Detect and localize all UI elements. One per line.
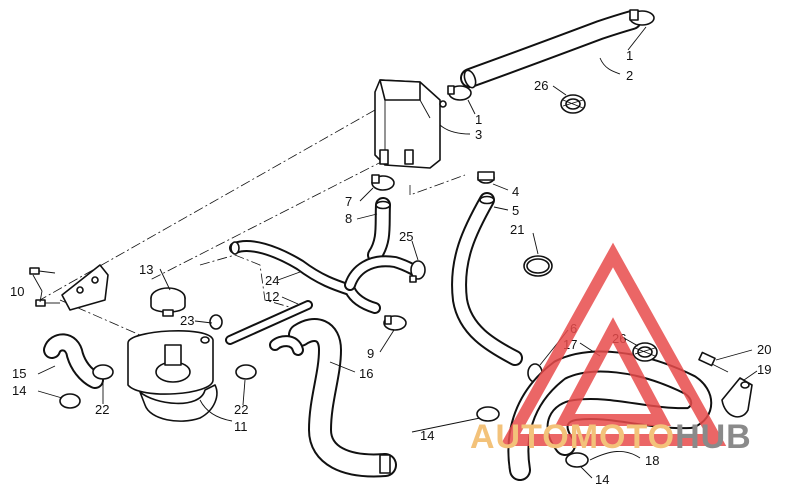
hose-clamp-tank xyxy=(447,85,472,101)
watermark-logo: AUTOMOTOHUB xyxy=(470,242,752,456)
clamp-14-left xyxy=(59,393,81,409)
coolant-bottle xyxy=(127,330,218,422)
clamp-21 xyxy=(523,255,553,277)
mounting-bracket xyxy=(61,264,109,311)
spring-clamp-lower xyxy=(632,342,658,362)
callout-label: 2 xyxy=(626,68,633,83)
leader-lines xyxy=(32,26,758,479)
watermark-triangle-inner xyxy=(555,317,671,426)
callout-label: 12 xyxy=(265,289,279,304)
clamp-9 xyxy=(383,315,407,331)
watermark-triangle-outer xyxy=(499,242,727,446)
callout-label: 23 xyxy=(180,313,194,328)
hose-12 xyxy=(225,300,313,356)
callout-label: 21 xyxy=(510,222,524,237)
callout-label: 5 xyxy=(512,203,519,218)
callout-label: 1 xyxy=(475,112,482,127)
callout-label: 16 xyxy=(359,366,373,381)
bracket-19 xyxy=(721,377,753,418)
spring-clamp-upper xyxy=(560,94,586,114)
bolt-20 xyxy=(698,351,729,373)
callout-label: 7 xyxy=(345,194,352,209)
callout-label: 24 xyxy=(265,273,279,288)
callout-label: 8 xyxy=(345,211,352,226)
callout-label: 22 xyxy=(234,402,248,417)
watermark-brand-part2: HUB xyxy=(675,418,752,456)
callout-label: 25 xyxy=(399,229,413,244)
callout-label: 4 xyxy=(512,184,519,199)
hose-16 xyxy=(288,318,397,478)
hose-5 xyxy=(451,171,523,366)
callout-label: 9 xyxy=(367,346,374,361)
callout-label: 11 xyxy=(234,419,248,434)
callout-label: 20 xyxy=(757,342,771,357)
callout-label: 3 xyxy=(475,127,482,142)
callout-label: 22 xyxy=(95,402,109,417)
hose-24 xyxy=(229,240,420,314)
radiator-cap xyxy=(150,287,186,317)
screw-10-upper xyxy=(29,267,56,275)
callout-label: 18 xyxy=(645,453,659,468)
callout-label: 26 xyxy=(534,78,548,93)
watermark-text: AUTOMOTOHUB xyxy=(470,418,752,456)
callout-label: 1 xyxy=(626,48,633,63)
callout-label: 15 xyxy=(12,366,26,381)
upper-hose xyxy=(460,10,642,89)
callout-label: 14 xyxy=(12,383,26,398)
callout-label: 10 xyxy=(10,284,24,299)
hose-clamp-top xyxy=(629,9,655,26)
callout-label: 13 xyxy=(139,262,153,277)
callout-label: 14 xyxy=(420,428,434,443)
clamp-23 xyxy=(209,314,223,330)
callout-label: 14 xyxy=(595,472,609,487)
clamp-14-middle xyxy=(476,406,500,422)
clamp-25 xyxy=(409,260,426,283)
callout-label: 19 xyxy=(757,362,771,377)
overflow-tank xyxy=(374,79,447,169)
watermark-brand-part1: AUTOMOTO xyxy=(470,418,675,456)
clamp-14-bottom xyxy=(565,452,589,468)
clamp-22-left xyxy=(92,364,114,380)
clamp-and-short-hose xyxy=(367,174,395,263)
screw-10-lower xyxy=(35,299,60,307)
elbow-hose-15 xyxy=(43,333,104,389)
clamp-22-right xyxy=(235,364,257,380)
